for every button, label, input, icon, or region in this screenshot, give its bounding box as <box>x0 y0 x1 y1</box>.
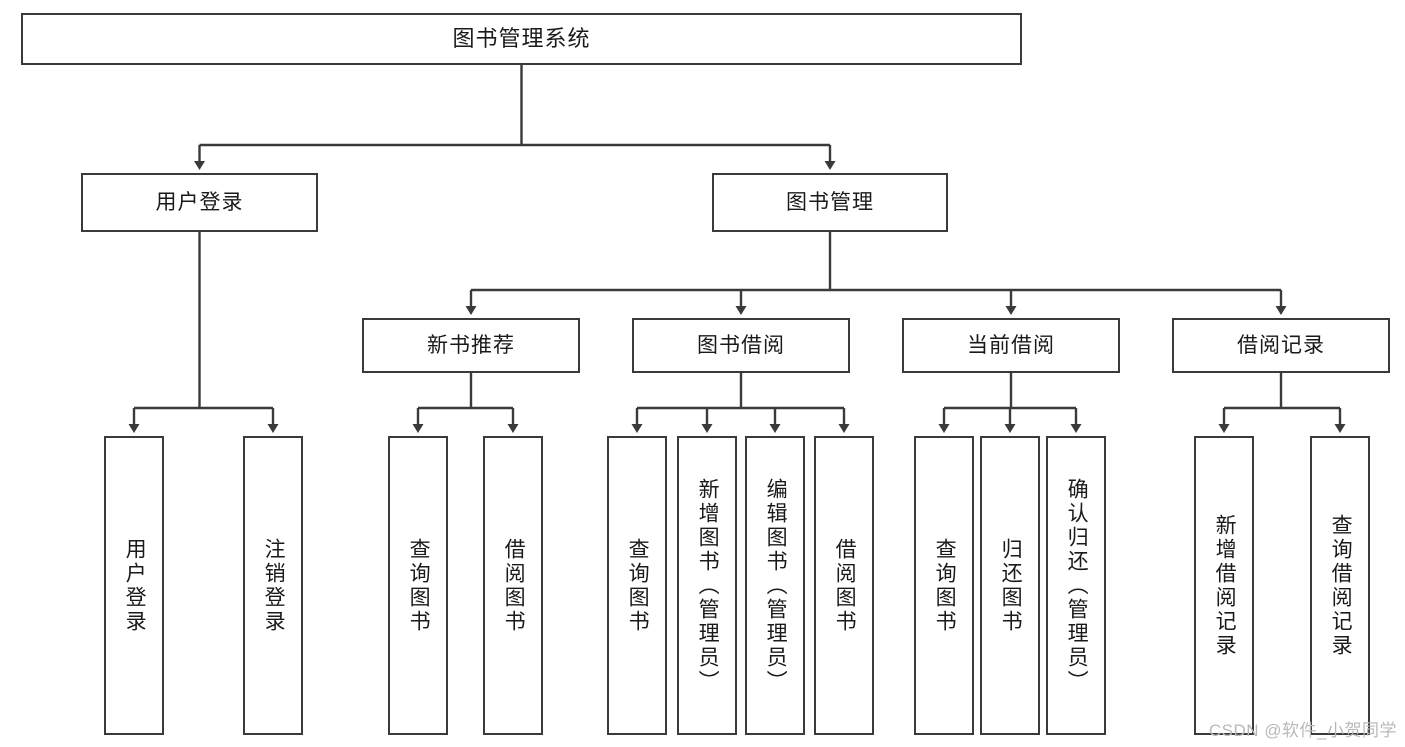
node-new-book-rec[interactable]: 新书推荐 <box>362 318 580 373</box>
node-new-book-rec-label: 新书推荐 <box>427 333 515 357</box>
node-leaf-rec-borrow-book-label: 借阅图书 <box>502 537 526 634</box>
node-leaf-edit-book-admin-label: 编辑图书（管理员） <box>764 477 788 694</box>
node-leaf-query-borrow-record-label: 查询借阅记录 <box>1329 513 1353 658</box>
node-root-label: 图书管理系统 <box>452 25 591 51</box>
node-leaf-user-logout-label: 注销登录 <box>262 537 286 634</box>
node-leaf-add-borrow-record-label: 新增借阅记录 <box>1213 513 1237 658</box>
node-leaf-rec-borrow-book[interactable]: 借阅图书 <box>483 436 543 735</box>
node-leaf-add-book-admin-label: 新增图书（管理员） <box>696 477 720 694</box>
node-leaf-borrow-query-book[interactable]: 查询图书 <box>607 436 667 735</box>
node-borrow-record-label: 借阅记录 <box>1237 333 1325 357</box>
node-book-manage[interactable]: 图书管理 <box>712 173 948 232</box>
node-leaf-return-book[interactable]: 归还图书 <box>980 436 1040 735</box>
node-leaf-borrow-query-book-label: 查询图书 <box>626 537 650 634</box>
node-leaf-borrow-book[interactable]: 借阅图书 <box>814 436 874 735</box>
node-borrow-record[interactable]: 借阅记录 <box>1172 318 1390 373</box>
node-leaf-add-book-admin[interactable]: 新增图书（管理员） <box>677 436 737 735</box>
node-user-login[interactable]: 用户登录 <box>81 173 318 232</box>
watermark: CSDN @软件_小贺同学 <box>1208 721 1397 740</box>
node-leaf-return-book-label: 归还图书 <box>999 537 1023 634</box>
node-leaf-confirm-return-admin[interactable]: 确认归还（管理员） <box>1046 436 1106 735</box>
node-leaf-query-borrow-record[interactable]: 查询借阅记录 <box>1310 436 1370 735</box>
node-root[interactable]: 图书管理系统 <box>21 13 1022 65</box>
node-leaf-confirm-return-admin-label: 确认归还（管理员） <box>1065 477 1089 694</box>
node-leaf-add-borrow-record[interactable]: 新增借阅记录 <box>1194 436 1254 735</box>
node-leaf-edit-book-admin[interactable]: 编辑图书（管理员） <box>745 436 805 735</box>
node-leaf-cur-query-book-label: 查询图书 <box>933 537 957 634</box>
node-book-manage-label: 图书管理 <box>786 190 874 214</box>
node-leaf-rec-query-book-label: 查询图书 <box>407 537 431 634</box>
node-leaf-user-login[interactable]: 用户登录 <box>104 436 164 735</box>
node-leaf-rec-query-book[interactable]: 查询图书 <box>388 436 448 735</box>
node-current-borrow[interactable]: 当前借阅 <box>902 318 1120 373</box>
node-book-borrow[interactable]: 图书借阅 <box>632 318 850 373</box>
node-current-borrow-label: 当前借阅 <box>967 333 1055 357</box>
node-book-borrow-label: 图书借阅 <box>697 333 785 357</box>
node-leaf-user-logout[interactable]: 注销登录 <box>243 436 303 735</box>
node-leaf-borrow-book-label: 借阅图书 <box>833 537 857 634</box>
node-leaf-cur-query-book[interactable]: 查询图书 <box>914 436 974 735</box>
node-user-login-label: 用户登录 <box>155 190 244 214</box>
node-leaf-user-login-label: 用户登录 <box>123 537 147 634</box>
